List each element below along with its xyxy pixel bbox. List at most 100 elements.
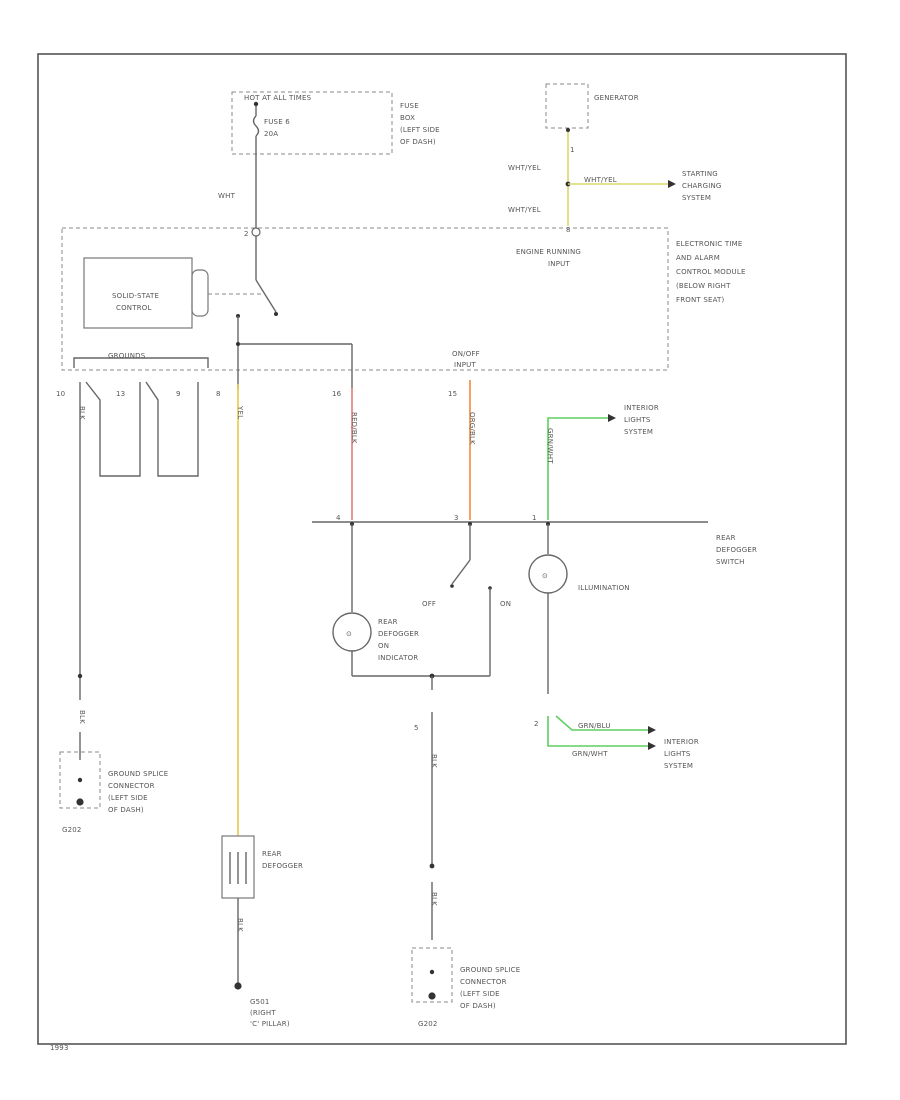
generator-pin: 1 — [570, 146, 575, 154]
interior-bottom-wire-2: GRN/WHT — [572, 750, 608, 758]
fuse-location-3: (LEFT SIDE — [400, 126, 440, 134]
wire-grn-wht — [547, 716, 648, 747]
pin-10: 10 — [56, 390, 65, 398]
rear-defogger-element — [229, 852, 247, 884]
fuse-rating: 20A — [264, 130, 278, 138]
wire-org-label: ORG/BLK — [468, 412, 476, 445]
ground-left-line-1: GROUND SPLICE — [108, 770, 168, 778]
wire-red-label: RED/BLK — [350, 412, 358, 444]
wire-blk-left-label: BLK — [78, 406, 86, 420]
generator-box — [545, 83, 589, 129]
ground-right-connector — [411, 947, 453, 1003]
ground-right-line-2: CONNECTOR — [460, 978, 507, 986]
solid-state-1: SOLID-STATE — [112, 292, 159, 300]
interior-top-1: INTERIOR — [624, 404, 659, 412]
starting-wire-mid: WHT/YEL — [584, 176, 617, 184]
starting-wire-bottom: WHT/YEL — [508, 206, 541, 214]
module-wire-top: WHT — [218, 192, 236, 200]
indicator-3: ON — [378, 642, 389, 650]
interior-lights-bottom: 2 GRN/BLU GRN/WHT INTERIOR LIGHTS SYSTEM — [534, 715, 699, 770]
module-switch-blade — [255, 279, 277, 313]
interior-bottom-wire-1: GRN/BLU — [578, 722, 611, 730]
arrow-interior-top — [608, 414, 616, 422]
fuse-symbol — [252, 115, 260, 137]
module-name-3: CONTROL MODULE — [676, 268, 746, 276]
defogger-ground-3: 'C' PILLAR) — [250, 1020, 290, 1028]
ground-left-wire: BLK — [78, 710, 86, 724]
ground-right-line-3: (LEFT SIDE — [460, 990, 500, 998]
indicator-2: DEFOGGER — [378, 630, 419, 638]
indicator-4: INDICATOR — [378, 654, 418, 662]
ground-left-line-4: OF DASH) — [108, 806, 144, 814]
switch-name-3: SWITCH — [716, 558, 745, 566]
illumination-lamp-glyph: ⊙ — [542, 572, 548, 580]
pin-15: 15 — [448, 390, 457, 398]
defogger-line-1: REAR — [262, 850, 282, 858]
on-off-2: INPUT — [454, 361, 476, 369]
switch-pin-illum: 2 — [534, 720, 539, 728]
module-name-5: FRONT SEAT) — [676, 296, 725, 304]
switch-pin-a1: 4 — [336, 514, 341, 522]
arrow-starting — [668, 180, 676, 188]
fuse-panel-box — [231, 91, 393, 155]
on-off-1: ON/OFF — [452, 350, 480, 358]
switch-off-label: OFF — [422, 600, 436, 608]
starting-line-1: STARTING — [682, 170, 718, 178]
module-box — [61, 227, 669, 371]
fuse-location-4: OF DASH) — [400, 138, 436, 146]
switch-name-2: DEFOGGER — [716, 546, 757, 554]
defogger-ground-2: (RIGHT — [250, 1009, 276, 1017]
generator-section: GENERATOR 1 WHT/YEL WHT/YEL WHT/YEL 8 ST… — [508, 83, 722, 234]
switch-feeds: RED/BLK ORG/BLK GRN/WHT BLK INTERIOR LIG… — [78, 380, 659, 520]
switch-pin-a2: 3 — [454, 514, 459, 522]
ground-right-id: G202 — [418, 1020, 438, 1028]
starting-line-2: CHARGING — [682, 182, 722, 190]
outer-frame — [37, 53, 847, 1045]
fuse-label: FUSE 6 — [264, 118, 290, 126]
engine-input-2: INPUT — [548, 260, 570, 268]
interior-bottom-3: SYSTEM — [664, 762, 693, 770]
starting-line-3: SYSTEM — [682, 194, 711, 202]
starting-pin: 8 — [566, 226, 571, 234]
control-module: 2 ENGINE RUNNING INPUT SOLID-STATE CONTR… — [61, 227, 746, 390]
wire-yel-label: YEL — [236, 405, 244, 419]
module-pin-top-connector — [251, 227, 261, 237]
indicator-1: REAR — [378, 618, 398, 626]
fuse-location-1: FUSE — [400, 102, 419, 110]
corner-code: 1993 — [50, 1044, 69, 1052]
module-name-4: (BELOW RIGHT — [676, 282, 731, 290]
ground-left-id: G202 — [62, 826, 82, 834]
ground-right-line-4: OF DASH) — [460, 1002, 496, 1010]
ground-left-line-3: (LEFT SIDE — [108, 794, 148, 802]
switch-name-1: REAR — [716, 534, 736, 542]
ground-right-wire-2: BLK — [430, 892, 438, 906]
engine-input-1: ENGINE RUNNING — [516, 248, 581, 256]
solid-state-2: CONTROL — [116, 304, 152, 312]
grounds-label: GROUNDS — [108, 352, 146, 360]
pin-8: 8 — [216, 390, 221, 398]
wire-green-top — [547, 417, 608, 520]
interior-top-3: SYSTEM — [624, 428, 653, 436]
module-pin-top: 2 — [244, 230, 249, 238]
fuse-location-2: BOX — [400, 114, 415, 122]
pin-13: 13 — [116, 390, 125, 398]
wire-grn-blu — [555, 715, 648, 731]
interior-bottom-1: INTERIOR — [664, 738, 699, 746]
indicator-lamp-glyph: ⊙ — [346, 630, 352, 638]
fuse-panel: HOT AT ALL TIMES FUSE 6 20A FUSE BOX (LE… — [218, 91, 440, 230]
interior-bottom-2: LIGHTS — [664, 750, 691, 758]
generator-label: GENERATOR — [594, 94, 639, 102]
solid-state-tab — [191, 269, 209, 317]
illumination-label: ILLUMINATION — [578, 584, 630, 592]
ground-right-line-1: GROUND SPLICE — [460, 966, 520, 974]
switch-pin-bottom: 5 — [414, 724, 419, 732]
fuse-panel-header: HOT AT ALL TIMES — [244, 94, 312, 102]
ground-loops: BLK GROUND SPLICE CONNECTOR (LEFT SIDE O… — [59, 381, 199, 834]
module-name-1: ELECTRONIC TIME — [676, 240, 743, 248]
pin-16: 16 — [332, 390, 342, 398]
indicator-ground: 5 BLK BLK GROUND SPLICE CONNECTOR (LEFT … — [411, 676, 520, 1028]
defogger-wire-below: BLK — [236, 918, 244, 932]
rear-defogger-switch: 4 3 1 REAR DEFOGGER SWITCH ⊙ REAR DEFOGG… — [312, 514, 757, 694]
defogger-feed: YEL REAR DEFOGGER BLK G501 (RIGHT 'C' PI… — [221, 384, 303, 1028]
